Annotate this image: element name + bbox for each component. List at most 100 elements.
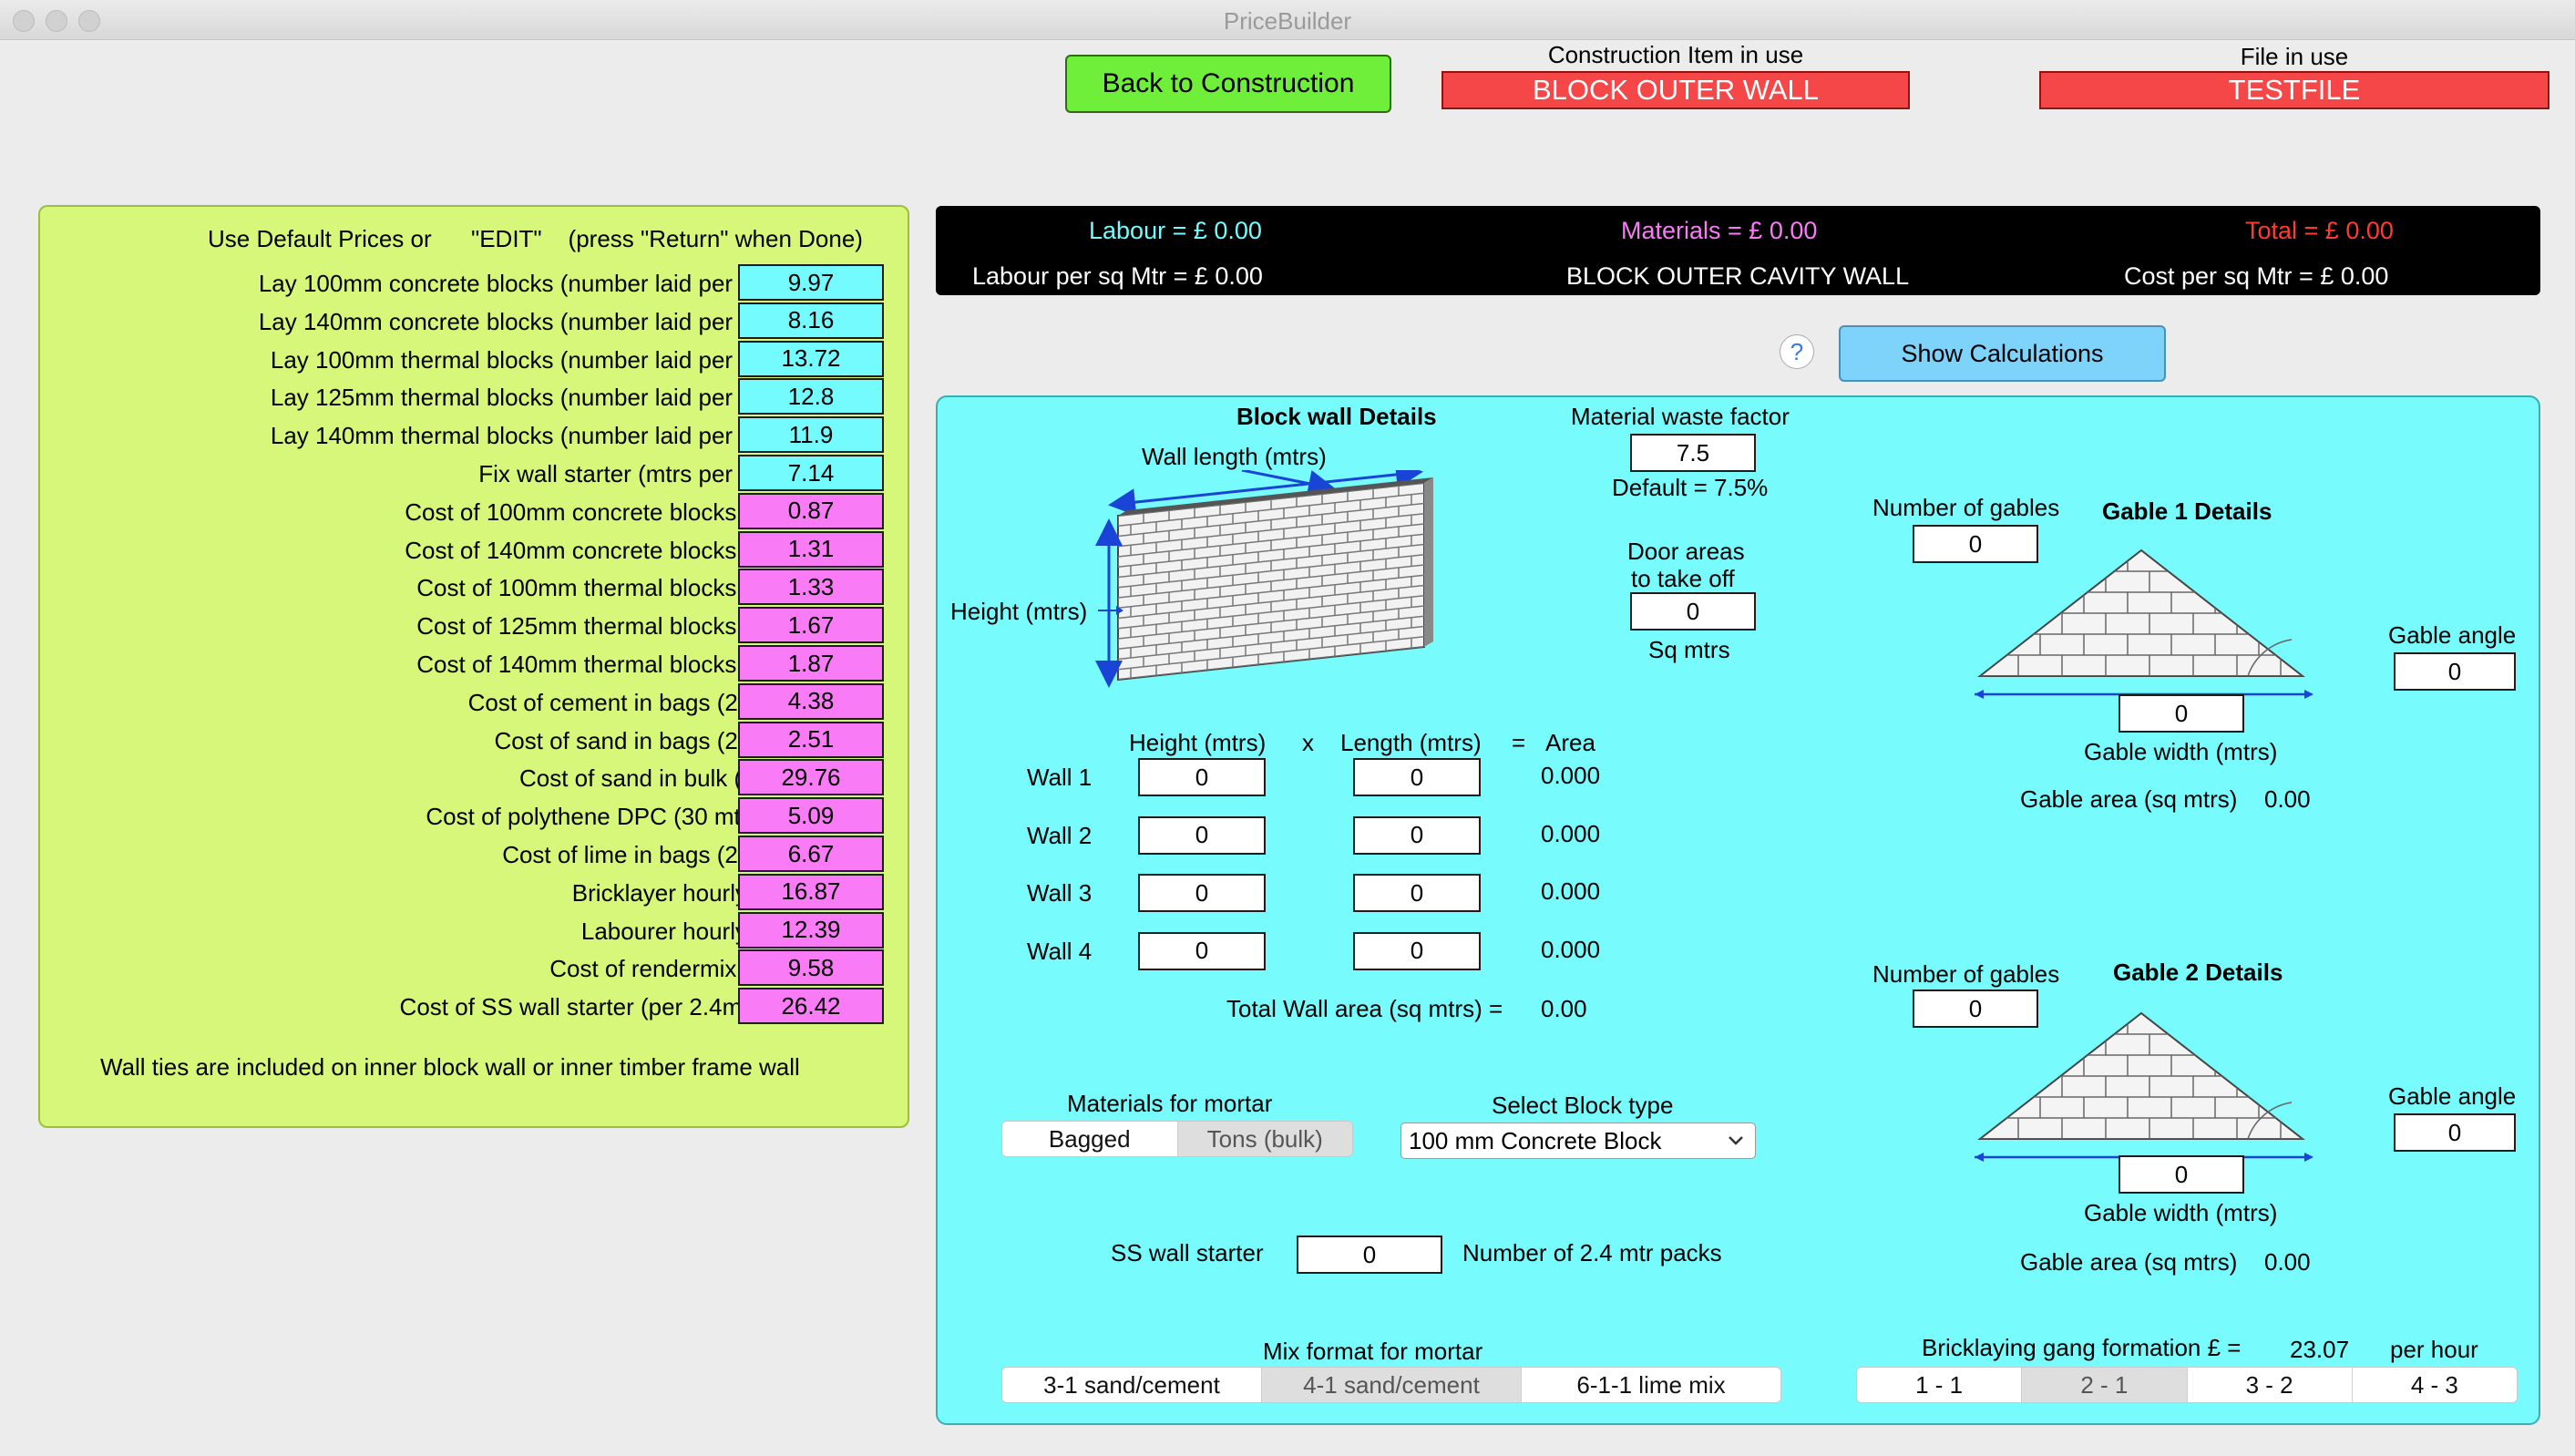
- col-area-header: Area: [1545, 729, 1595, 756]
- ss-wall-starter-unit: Number of 2.4 mtr packs: [1462, 1239, 1722, 1266]
- zoom-window-button[interactable]: [78, 10, 100, 32]
- chevron-down-icon: [1729, 1136, 1743, 1145]
- default-price-input[interactable]: 26.42: [738, 988, 884, 1025]
- file-in-use-label: File in use: [2240, 43, 2349, 70]
- wall-row-label: Wall 3: [1027, 879, 1093, 907]
- gable2-width-label: Gable width (mtrs): [2084, 1199, 2278, 1226]
- wall-type-title: BLOCK OUTER CAVITY WALL: [1566, 262, 1910, 290]
- cost-per-sqm: Cost per sq Mtr = £ 0.00: [2124, 262, 2389, 290]
- default-price-input[interactable]: 1.31: [738, 530, 884, 568]
- col-times-header: x: [1302, 729, 1314, 756]
- default-price-label: Cost of SS wall starter (per 2.4mtr kit): [399, 993, 795, 1021]
- col-height-header: Height (mtrs): [1129, 729, 1267, 756]
- door-areas-input[interactable]: 0: [1630, 592, 1756, 631]
- default-prices-heading: Use Default Prices or "EDIT" (press "Ret…: [208, 225, 863, 252]
- wall-length-input[interactable]: 0: [1353, 931, 1481, 970]
- labour-total: Labour = £ 0.00: [1089, 217, 1262, 244]
- gable2-area-value: 0.00: [2264, 1248, 2311, 1276]
- wall-area-value: 0.000: [1541, 762, 1601, 789]
- close-window-button[interactable]: [13, 10, 35, 32]
- block-type-select[interactable]: 100 mm Concrete Block: [1400, 1123, 1756, 1159]
- gang-formation-option[interactable]: 3 - 2: [2187, 1368, 2353, 1402]
- wall-length-input[interactable]: 0: [1353, 758, 1481, 796]
- ss-wall-starter-label: SS wall starter: [1111, 1239, 1264, 1266]
- minimize-window-button[interactable]: [46, 10, 67, 32]
- mix-format-option[interactable]: 4-1 sand/cement: [1262, 1368, 1522, 1402]
- gang-formation-option[interactable]: 1 - 1: [1857, 1368, 2023, 1402]
- wall-height-input[interactable]: 0: [1138, 758, 1266, 796]
- height-arrow-icon: [1098, 606, 1123, 615]
- calculation-panel: Block wall Details Wall length (mtrs) He…: [936, 395, 2540, 1425]
- mix-format-option[interactable]: 6-1-1 lime mix: [1522, 1368, 1780, 1402]
- gable1-width-input[interactable]: 0: [2118, 694, 2244, 733]
- waste-default-label: Default = 7.5%: [1612, 474, 1769, 501]
- wall-height-input[interactable]: 0: [1138, 815, 1266, 855]
- mortar-materials-option[interactable]: Tons (bulk): [1177, 1122, 1352, 1156]
- mix-format-option[interactable]: 3-1 sand/cement: [1002, 1368, 1262, 1402]
- summary-bar: Labour = £ 0.00 Materials = £ 0.00 Total…: [936, 206, 2540, 295]
- mortar-materials-option[interactable]: Bagged: [1002, 1122, 1178, 1156]
- default-price-input[interactable]: 29.76: [738, 759, 884, 796]
- default-price-input[interactable]: 16.87: [738, 873, 884, 910]
- gable1-angle-input[interactable]: 0: [2394, 652, 2516, 691]
- default-price-input[interactable]: 1.33: [738, 569, 884, 606]
- block-wall-title: Block wall Details: [1236, 403, 1437, 430]
- default-price-label: Lay 140mm concrete blocks (number laid p…: [258, 307, 795, 335]
- gable2-angle-label: Gable angle: [2388, 1082, 2517, 1110]
- wall-length-input[interactable]: 0: [1353, 874, 1481, 912]
- default-price-input[interactable]: 7.14: [738, 455, 884, 491]
- default-price-input[interactable]: 1.87: [738, 645, 884, 682]
- default-price-input[interactable]: 1.67: [738, 607, 884, 644]
- construction-item-label: Construction Item in use: [1547, 41, 1804, 68]
- default-price-input[interactable]: 2.51: [738, 721, 884, 758]
- wall-height-input[interactable]: 0: [1138, 874, 1266, 912]
- ss-wall-starter-input[interactable]: 0: [1297, 1236, 1442, 1274]
- wall-length-input[interactable]: 0: [1353, 815, 1481, 855]
- wall-height-input[interactable]: 0: [1138, 931, 1266, 970]
- gable2-width-input[interactable]: 0: [2118, 1155, 2244, 1194]
- default-price-input[interactable]: 6.67: [738, 836, 884, 872]
- default-price-label: Cost of 100mm concrete blocks each: [405, 497, 795, 526]
- waste-factor-input[interactable]: 7.5: [1630, 434, 1756, 472]
- gang-formation-option[interactable]: 2 - 1: [2022, 1368, 2188, 1402]
- gable2-angle-input[interactable]: 0: [2394, 1113, 2516, 1152]
- wall-height-label: Height (mtrs): [950, 598, 1088, 625]
- block-type-label: Select Block type: [1492, 1092, 1674, 1119]
- mortar-materials-label: Materials for mortar: [1067, 1090, 1273, 1117]
- default-price-input[interactable]: 11.9: [738, 416, 884, 454]
- gable2-title: Gable 2 Details: [2113, 959, 2283, 986]
- door-areas-unit: Sq mtrs: [1648, 636, 1730, 663]
- gable2-area-label: Gable area (sq mtrs): [2020, 1248, 2238, 1276]
- default-price-input[interactable]: 9.58: [738, 949, 884, 987]
- show-calculations-button[interactable]: Show Calculations: [1839, 325, 2166, 382]
- gable1-area-label: Gable area (sq mtrs): [2020, 785, 2238, 813]
- back-to-construction-button[interactable]: Back to Construction: [1065, 55, 1391, 113]
- default-price-input[interactable]: 0.87: [738, 492, 884, 529]
- wall-length-label: Wall length (mtrs): [1142, 443, 1327, 470]
- labour-per-sqm: Labour per sq Mtr = £ 0.00: [972, 262, 1263, 290]
- gable1-diagram: [1975, 549, 2313, 699]
- gable2-count-input[interactable]: 0: [1913, 989, 2038, 1028]
- default-prices-panel: Use Default Prices or "EDIT" (press "Ret…: [38, 205, 909, 1128]
- default-price-label: Cost of polythene DPC (30 mtr roll): [426, 803, 795, 831]
- gable1-area-value: 0.00: [2264, 785, 2311, 813]
- default-price-input[interactable]: 13.72: [738, 340, 884, 377]
- default-price-input[interactable]: 12.39: [738, 911, 884, 948]
- wall-area-value: 0.000: [1541, 935, 1601, 963]
- door-areas-label-2: to take off: [1631, 565, 1735, 592]
- default-price-input[interactable]: 12.8: [738, 378, 884, 415]
- block-type-value: 100 mm Concrete Block: [1409, 1126, 1662, 1154]
- window-title: PriceBuilder: [1223, 7, 1352, 35]
- grand-total: Total = £ 0.00: [2245, 217, 2394, 244]
- gable1-count-input[interactable]: 0: [1913, 525, 2038, 563]
- col-equals-header: =: [1512, 729, 1526, 756]
- help-icon[interactable]: ?: [1780, 334, 1814, 369]
- default-price-input[interactable]: 5.09: [738, 797, 884, 835]
- gable1-count-label: Number of gables: [1872, 494, 2060, 521]
- default-price-input[interactable]: 9.97: [738, 264, 884, 301]
- default-price-input[interactable]: 8.16: [738, 302, 884, 339]
- default-price-label: Cost of 125mm thermal blocks each: [416, 612, 795, 641]
- default-price-label: Lay 125mm thermal blocks (number laid pe…: [270, 384, 795, 412]
- gang-formation-option[interactable]: 4 - 3: [2352, 1368, 2517, 1402]
- default-price-input[interactable]: 4.38: [738, 682, 884, 720]
